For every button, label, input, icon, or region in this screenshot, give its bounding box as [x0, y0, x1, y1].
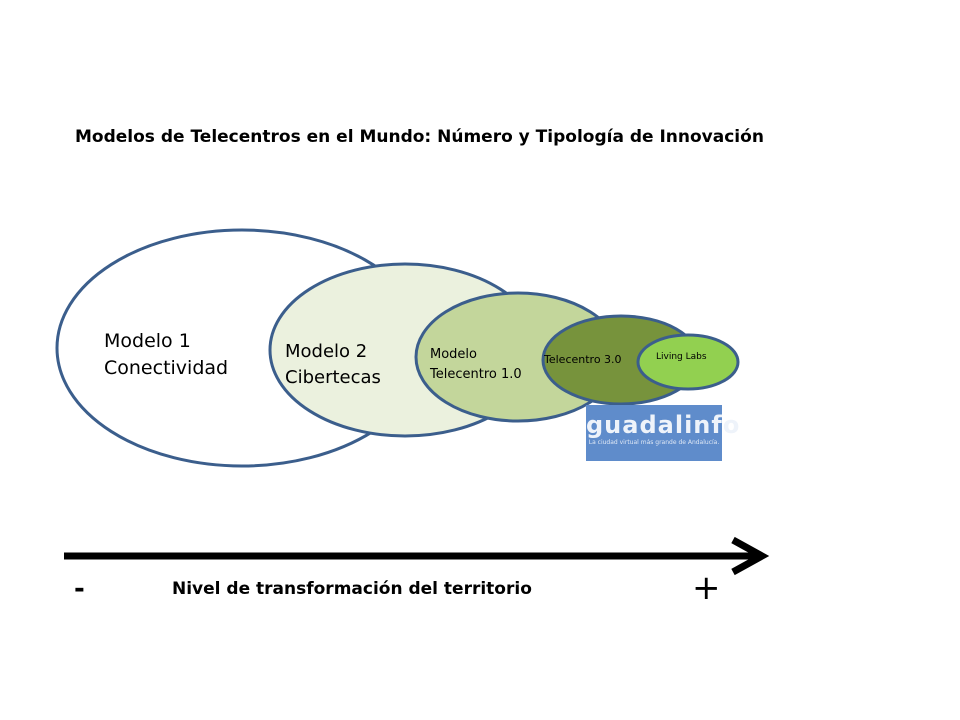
label-line: Conectividad [104, 357, 229, 379]
label-modelo-2: Modelo 2 Cibertecas [285, 339, 381, 391]
axis-min-symbol: - [74, 574, 85, 604]
axis-label: Nivel de transformación del territorio [172, 579, 532, 599]
logo-tagline: La ciudad virtual más grande de Andalucí… [588, 439, 720, 446]
logo-name: guadalinfo [586, 411, 741, 439]
label-living-labs: Living Labs [656, 352, 707, 362]
ellipse-living-labs [636, 333, 740, 391]
page-title: Modelos de Telecentros en el Mundo: Núme… [75, 127, 764, 147]
axis-arrow-head [731, 536, 770, 576]
axis-max-symbol: + [692, 568, 721, 608]
label-line: Cibertecas [285, 367, 381, 388]
label-modelo-1: Modelo 1 Conectividad [104, 328, 228, 382]
label-line: Telecentro 1.0 [430, 367, 522, 382]
label-line: Modelo 2 [285, 341, 368, 362]
label-telecentro-3: Telecentro 3.0 [544, 353, 622, 366]
guadalinfo-logo: guadalinfo La ciudad virtual más grande … [586, 405, 741, 461]
label-line: Modelo [430, 347, 477, 362]
label-line: Modelo 1 [104, 330, 191, 352]
